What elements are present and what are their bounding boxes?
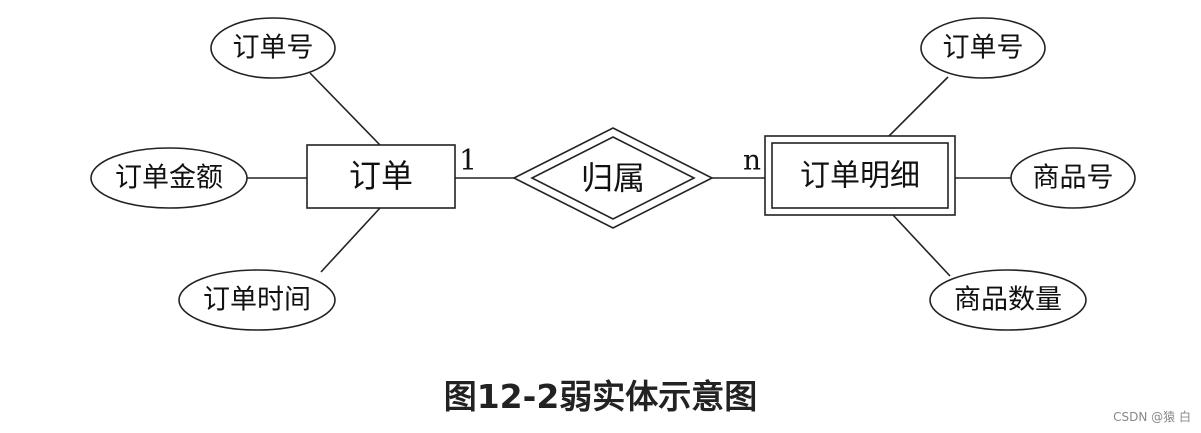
cardinality-left: 1: [459, 144, 477, 177]
attr-product-id-label: 商品号: [1033, 163, 1114, 194]
entity-order-label: 订单: [349, 157, 413, 195]
attr-product-id-ellipse: [1010, 147, 1136, 209]
attr-order-amount-ellipse: [90, 147, 248, 209]
relationship-label: 归属: [581, 159, 645, 197]
edge-order-time: [320, 207, 381, 273]
figure-caption: 图12-2弱实体示意图: [443, 377, 758, 416]
attr-order-time-label: 订单时间: [203, 285, 311, 316]
entity-order-detail-label: 订单明细: [800, 159, 920, 194]
attr-order-id-label: 订单号: [233, 33, 314, 64]
edge-product-qty: [892, 214, 951, 277]
cardinality-right: n: [743, 144, 761, 177]
relationship-diamond: [512, 127, 714, 229]
entity-order-detail-inner: [771, 142, 949, 209]
attr-order-id-ellipse: [210, 17, 336, 79]
entity-order-detail: [764, 135, 956, 216]
attr-detail-order-id-label: 订单号: [943, 33, 1024, 64]
attr-product-qty-ellipse: [929, 269, 1087, 331]
edge-order-id: [309, 72, 381, 146]
attr-order-amount-label: 订单金额: [115, 163, 223, 194]
edge-detail-order-id: [888, 76, 949, 137]
watermark: CSDN @猿 白: [1113, 410, 1191, 424]
attr-detail-order-id-ellipse: [920, 17, 1046, 79]
attr-order-time-ellipse: [178, 269, 336, 331]
relationship-diamond-inner: [530, 136, 696, 220]
attr-product-qty-label: 商品数量: [954, 285, 1062, 316]
entity-order: [306, 144, 456, 209]
